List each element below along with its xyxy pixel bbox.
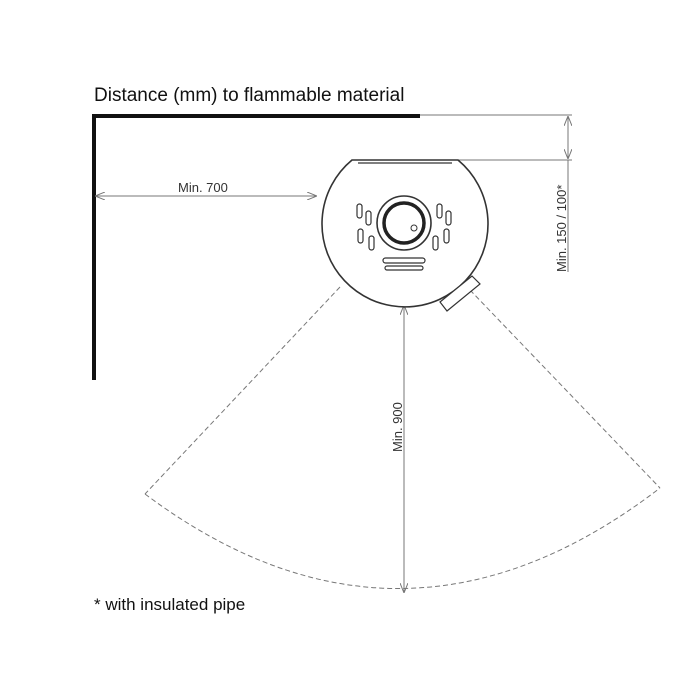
sector-arc [144,487,661,589]
door-handle [439,275,481,312]
vent-slots-left [356,203,375,251]
front-dimension-label: Min. 900 [390,402,405,452]
diagram-title: Distance (mm) to flammable material [94,85,404,106]
flue-pipe [382,201,426,245]
stove-top-view [321,159,489,312]
footnote: * with insulated pipe [94,595,245,614]
sector-left-edge [144,286,341,495]
vent-slots-front [382,257,426,271]
vent-slots-right [432,203,452,251]
side-dimension-label: Min. 700 [178,180,228,195]
wall-line [92,114,420,380]
flue-bolt [410,224,418,232]
back-dimension-label: Min. 150 / 100* [554,185,569,272]
sector-right-edge [469,289,661,489]
